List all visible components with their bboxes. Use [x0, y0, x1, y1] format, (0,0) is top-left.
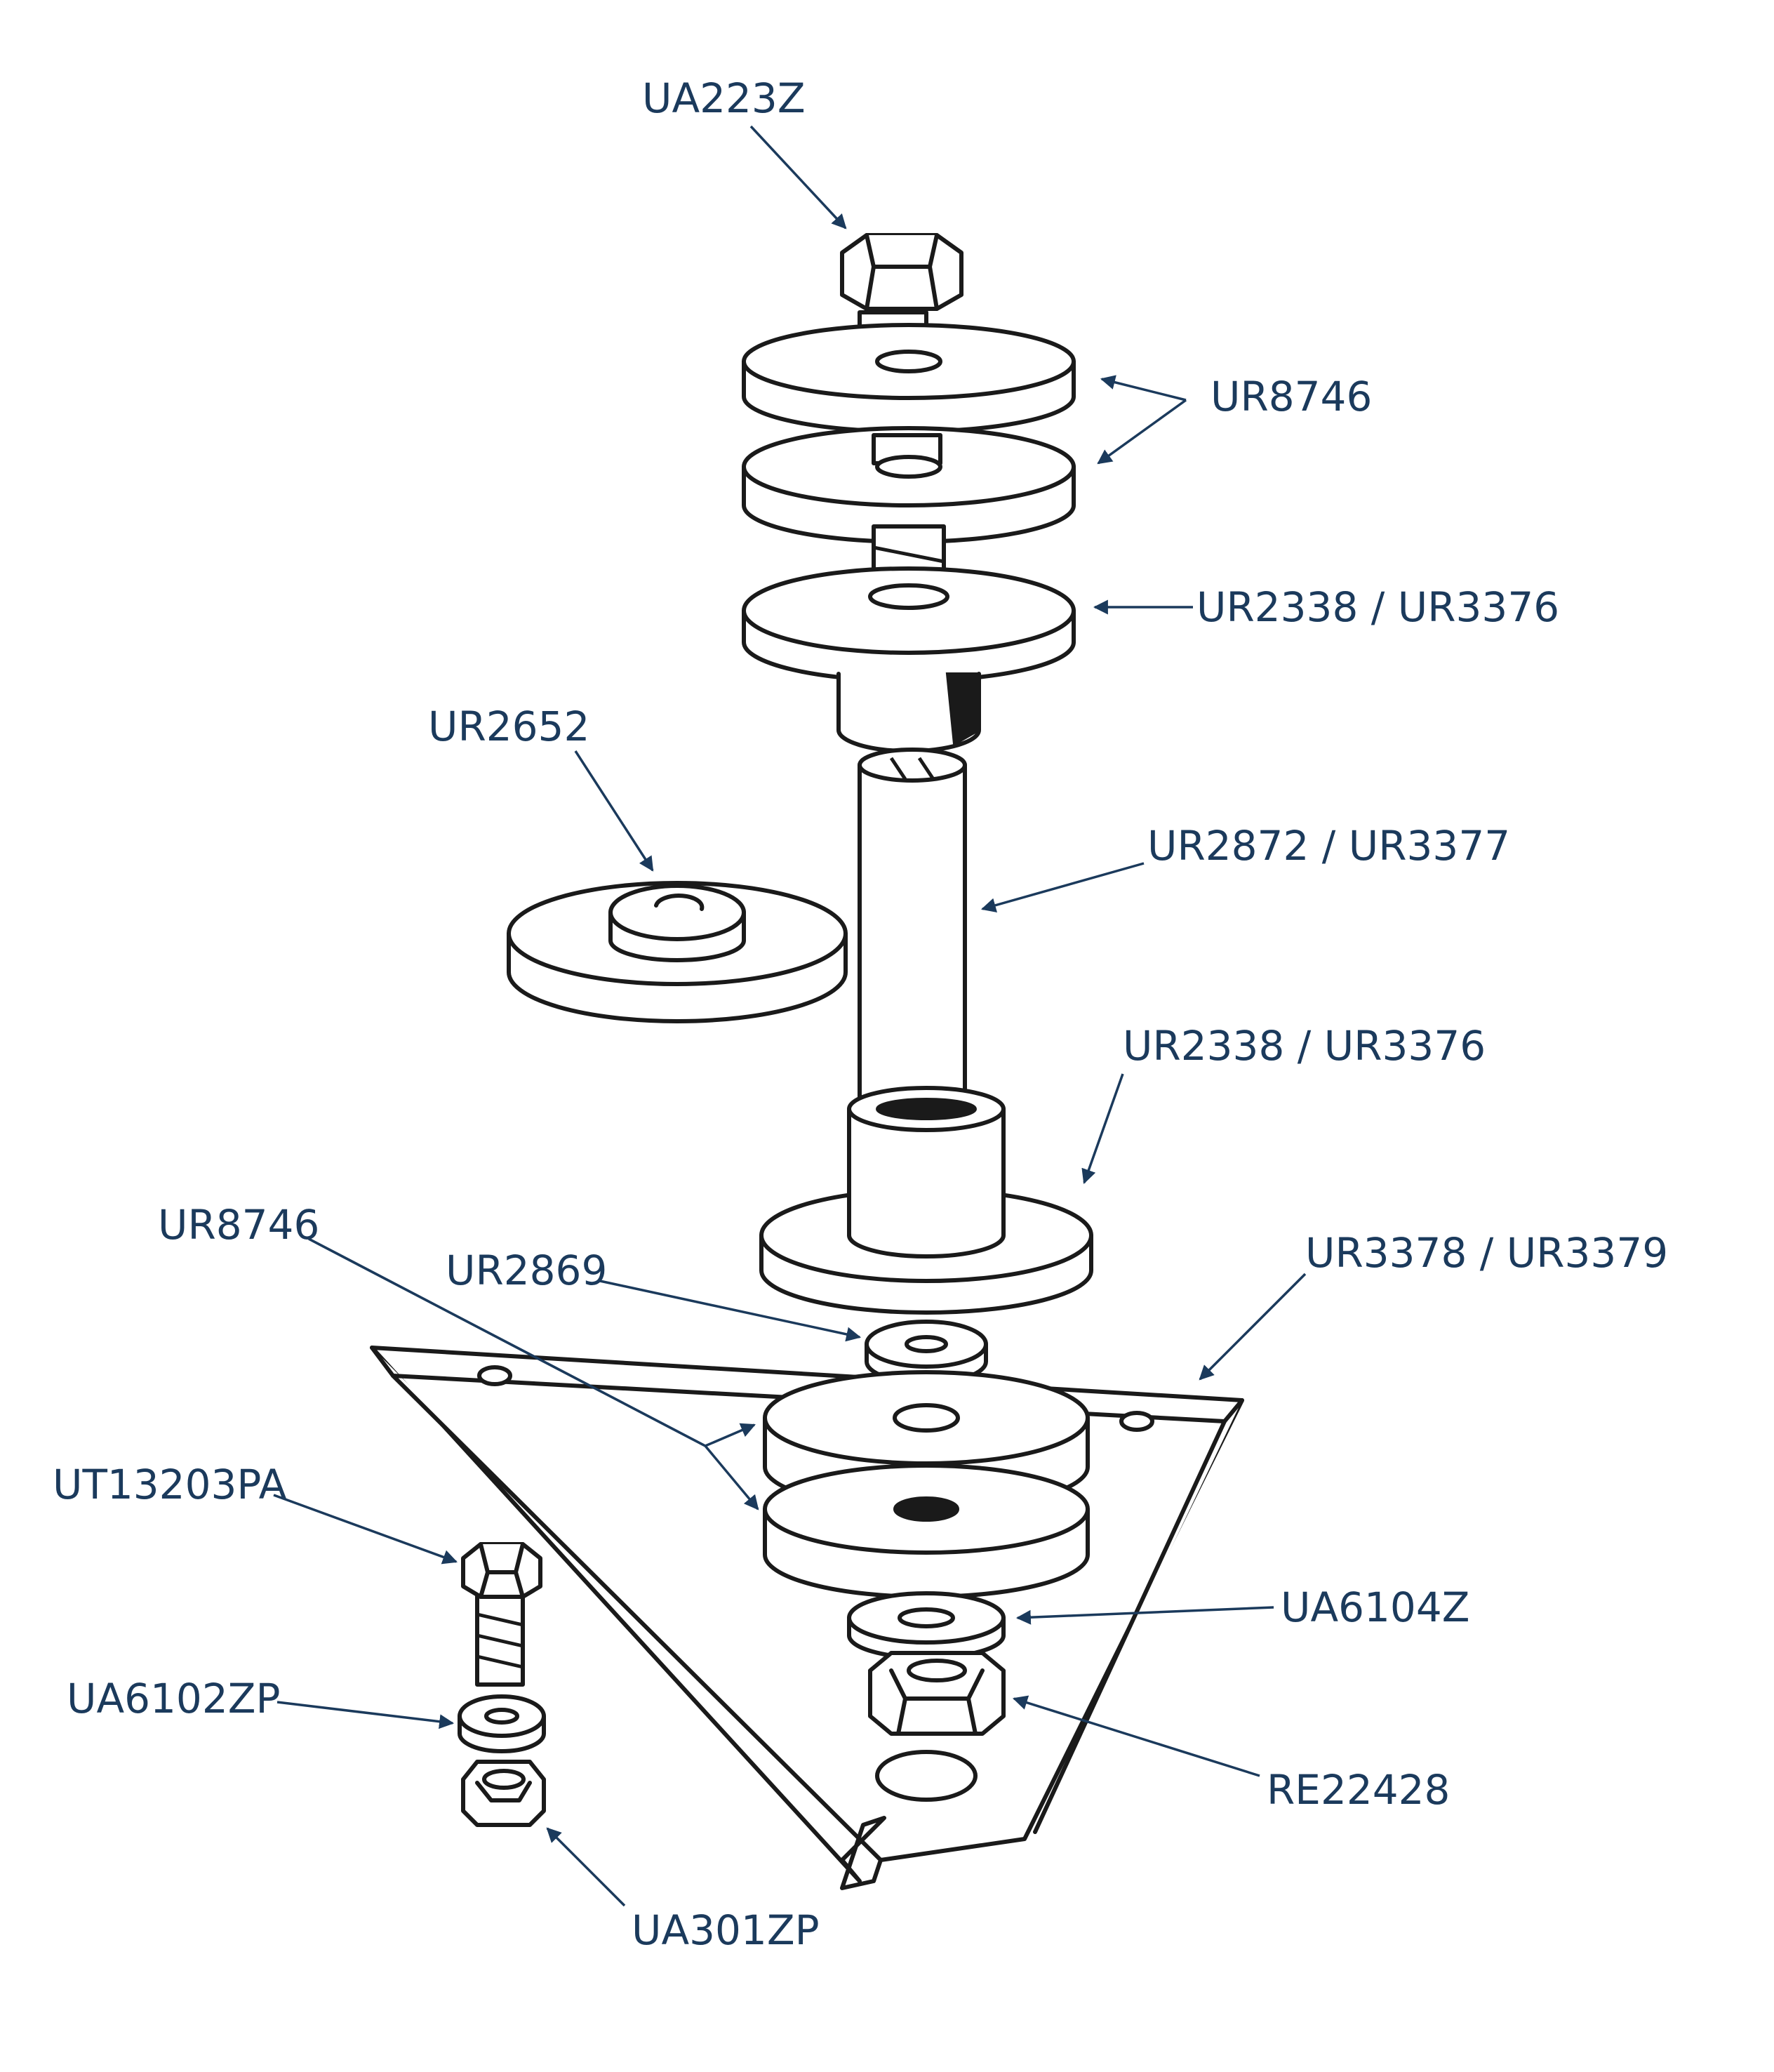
- nut-re22428: [868, 1651, 1006, 1736]
- washer-ur8746-top-1: [742, 323, 1076, 434]
- washer-ur8746-bottom-2: [763, 1463, 1090, 1599]
- leader-ua6102zp: [276, 1701, 455, 1729]
- label-ua223z: UA223Z: [642, 74, 806, 122]
- label-ur2338-top: UR2338 / UR3376: [1196, 583, 1559, 631]
- rubber-mount-ur2338-top: [742, 566, 1076, 753]
- small-bolt-ut13203pa: [461, 1542, 542, 1687]
- leader-ua223z: [749, 125, 847, 230]
- label-re22428: RE22428: [1267, 1766, 1450, 1814]
- distance-tube-ur2872: [858, 748, 967, 1104]
- leader-ur2869: [599, 1280, 862, 1342]
- label-ur2652: UR2652: [428, 703, 589, 750]
- leader-ua301zp: [546, 1827, 626, 1907]
- label-ur2869: UR2869: [446, 1247, 607, 1294]
- label-ut13203pa: UT13203PA: [53, 1461, 287, 1508]
- label-ua301zp: UA301ZP: [632, 1906, 820, 1954]
- leader-ur2652: [574, 750, 654, 872]
- leader-ur2338-bottom: [1081, 1073, 1124, 1184]
- nut-ua301zp: [461, 1760, 546, 1827]
- leader-ur2872: [980, 862, 1145, 912]
- leader-re22428: [1012, 1695, 1260, 1777]
- leader-lines: [273, 125, 1307, 1907]
- washer-ua6102zp: [458, 1694, 546, 1753]
- leader-ur8746-top-2: [1097, 399, 1187, 465]
- leader-ur8746-bottom-2: [308, 1237, 759, 1510]
- cup-washer-ur2652: [507, 881, 848, 1023]
- leader-ua6104z: [1015, 1606, 1274, 1625]
- rubber-mount-ur2338-bottom: [759, 1086, 1093, 1315]
- label-ur8746-top: UR8746: [1211, 373, 1372, 420]
- label-ur2338-bottom: UR2338 / UR3376: [1123, 1022, 1486, 1070]
- label-ur8746-bottom: UR8746: [158, 1201, 319, 1249]
- label-ua6104z: UA6104Z: [1281, 1583, 1469, 1631]
- washer-ur8746-top-2: [742, 426, 1076, 544]
- leader-ur3378: [1199, 1273, 1307, 1381]
- leader-ut13203pa: [273, 1494, 458, 1565]
- part-labels: UA223Z UR8746 UR2338 / UR3376 UR2652 UR2…: [53, 74, 1668, 1954]
- label-ur2872: UR2872 / UR3377: [1147, 822, 1510, 870]
- label-ua6102zp: UA6102ZP: [67, 1675, 280, 1722]
- leader-ur8746-top-1: [1100, 375, 1187, 401]
- washer-ua6104z: [847, 1591, 1006, 1660]
- label-ur3378: UR3378 / UR3379: [1305, 1229, 1668, 1277]
